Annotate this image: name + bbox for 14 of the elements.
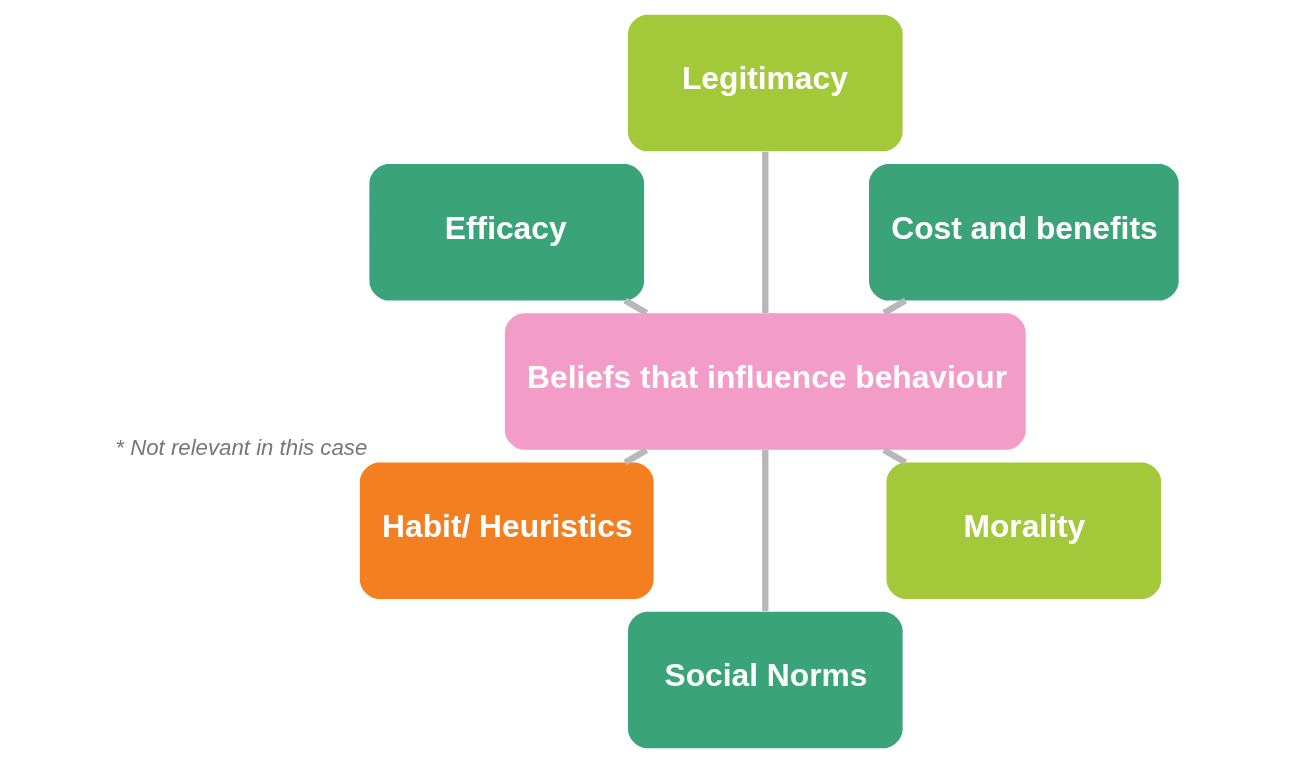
connector	[623, 297, 649, 316]
connector	[882, 447, 908, 466]
node-box: Social Norms	[627, 611, 903, 749]
connector	[762, 450, 769, 612]
node-box: Habit/ Heuristics	[359, 462, 654, 600]
node-box: Legitimacy	[627, 14, 903, 152]
node-label: * Not relevant in this case	[115, 434, 368, 460]
node-box: Cost and benefits	[869, 163, 1179, 301]
node-box: Efficacy	[369, 163, 645, 301]
connector	[882, 297, 908, 316]
connector	[762, 151, 769, 313]
node-box: Morality	[886, 462, 1162, 600]
node-box: Beliefs that influence behaviour	[504, 313, 1026, 450]
connector	[623, 447, 649, 466]
